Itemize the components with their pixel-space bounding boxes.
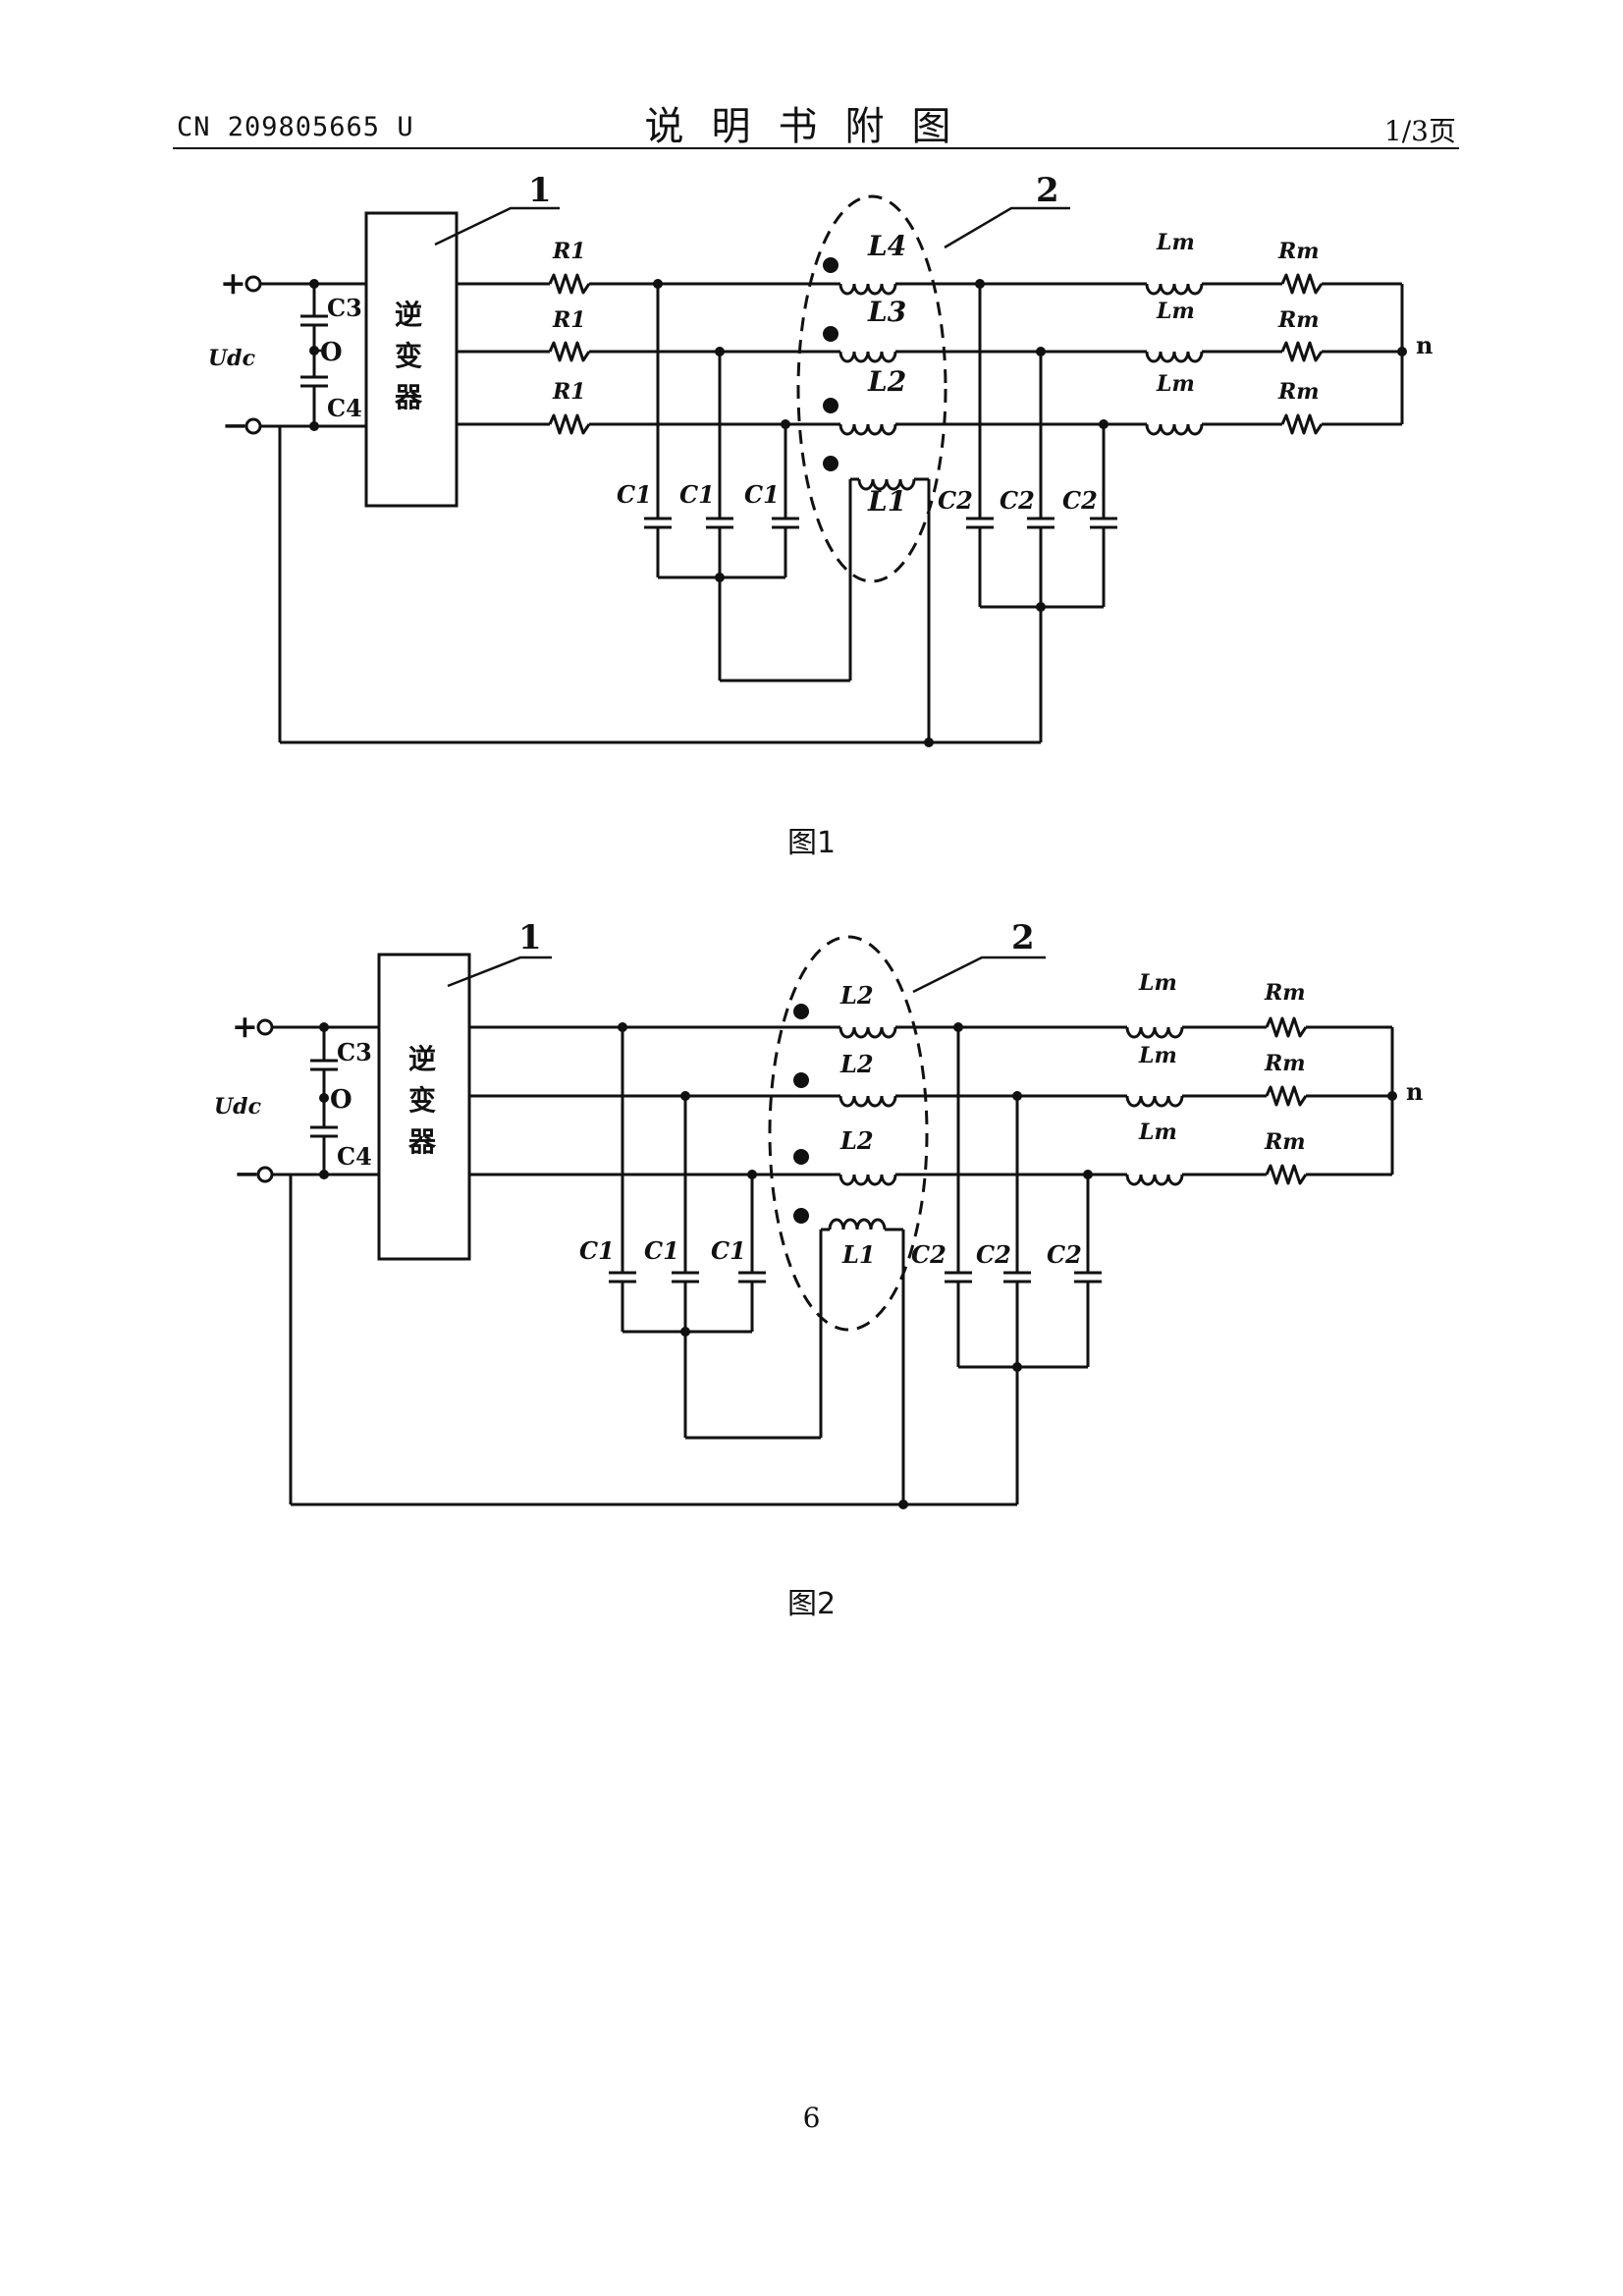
inverter-char-3: 器 <box>407 1125 437 1158</box>
c3-label: C3 <box>327 294 362 322</box>
c2-label: C2 <box>1047 1240 1082 1269</box>
r1-label: R1 <box>552 239 586 264</box>
neutral-point-label: n <box>1416 331 1433 359</box>
figure-1-caption: 图1 <box>786 826 837 860</box>
lm-label: Lm <box>1156 371 1195 397</box>
minus-terminal-label: − <box>222 407 248 444</box>
plus-terminal-label: + <box>220 264 246 301</box>
lm-label: Lm <box>1138 1043 1177 1068</box>
l2-label: L2 <box>867 365 906 398</box>
l2-label: L2 <box>839 981 874 1010</box>
lm-label: Lm <box>1138 970 1177 996</box>
l1-label: L1 <box>867 485 906 518</box>
r1-label: R1 <box>552 379 586 405</box>
rm-label: Rm <box>1277 379 1320 405</box>
page-number: 6 <box>802 2102 821 2134</box>
coupled-inductor-outline <box>768 935 929 1332</box>
c1-label: C1 <box>579 1236 615 1265</box>
c1-label: C1 <box>744 480 780 509</box>
figure-2-caption: 图2 <box>786 1587 837 1621</box>
c4-label: C4 <box>327 394 362 422</box>
l1-label: L1 <box>841 1240 876 1269</box>
plus-terminal-label: + <box>232 1008 258 1045</box>
inverter-char-1: 逆 <box>408 1043 436 1075</box>
inverter-char-2: 变 <box>408 1084 436 1117</box>
callout-2-label: 2 <box>1011 918 1035 957</box>
lm-label: Lm <box>1156 230 1195 255</box>
c1-label: C1 <box>644 1236 679 1265</box>
c2-label: C2 <box>911 1240 947 1269</box>
c1-label: C1 <box>679 480 715 509</box>
winding-dots <box>823 257 839 471</box>
winding-dots <box>793 1004 809 1224</box>
page-title: 说明书附图 <box>644 104 979 149</box>
rm-label: Rm <box>1264 1129 1306 1155</box>
lm-label: Lm <box>1138 1120 1177 1145</box>
callout-1-label: 1 <box>528 171 552 210</box>
c2-label: C2 <box>1062 486 1098 515</box>
dc-voltage-label: Udc <box>214 1094 262 1120</box>
minus-terminal-label: − <box>234 1155 260 1192</box>
c2-label: C2 <box>976 1240 1011 1269</box>
c3-label: C3 <box>337 1038 372 1066</box>
lm-label: Lm <box>1156 299 1195 324</box>
rm-label: Rm <box>1277 307 1320 333</box>
resistor-symbols <box>1265 1016 1308 1185</box>
figure-1-circuit: 1 2 + − Udc C3 C4 O 逆 变 器 R1 R1 R1 L4 L3… <box>208 171 1433 747</box>
c1-label: C1 <box>711 1236 746 1265</box>
callout-2-label: 2 <box>1036 171 1059 210</box>
c2-label: C2 <box>938 486 973 515</box>
inductor-symbols <box>839 1025 1184 1186</box>
c1-label: C1 <box>617 480 652 509</box>
midpoint-label: O <box>320 338 343 367</box>
resistor-symbols <box>548 273 1324 435</box>
dc-voltage-label: Udc <box>208 346 256 371</box>
coupled-inductor-outline <box>796 194 947 583</box>
callout-1-label: 1 <box>518 918 542 957</box>
l2-label: L2 <box>839 1126 874 1155</box>
neutral-point-label: n <box>1406 1077 1423 1106</box>
rm-label: Rm <box>1277 239 1320 264</box>
page-count: 1/3页 <box>1383 115 1456 147</box>
midpoint-label: O <box>330 1085 352 1115</box>
r1-label: R1 <box>552 307 586 333</box>
rm-label: Rm <box>1264 1051 1306 1076</box>
figure-2-circuit: 1 2 + − Udc C3 C4 O 逆 变 器 L2 L2 L2 L1 C1… <box>214 918 1423 1509</box>
l2-label: L2 <box>839 1050 874 1078</box>
c2-label: C2 <box>1000 486 1035 515</box>
inverter-char-2: 变 <box>395 340 422 372</box>
c4-label: C4 <box>337 1142 372 1171</box>
junction-dots <box>309 279 1407 747</box>
junction-dots <box>319 1022 1397 1509</box>
l4-label: L4 <box>867 230 906 262</box>
patent-number: CN 209805665 U <box>177 112 414 142</box>
l3-label: L3 <box>867 296 906 328</box>
rm-label: Rm <box>1264 980 1306 1006</box>
inverter-char-1: 逆 <box>395 299 422 331</box>
header-rule <box>173 147 1459 149</box>
inverter-char-3: 器 <box>394 381 423 413</box>
